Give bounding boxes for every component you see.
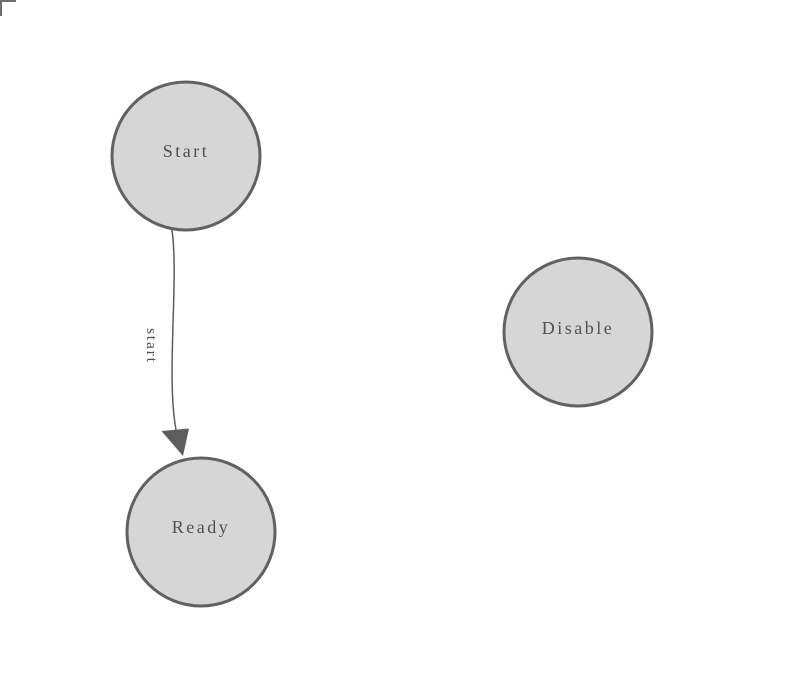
paper-corner-mark (0, 0, 16, 16)
state-label-ready: Ready (172, 517, 230, 537)
transition-label: start (143, 328, 159, 364)
state-circle-start[interactable] (110, 80, 262, 232)
state-node-start[interactable]: Start (110, 80, 262, 232)
transition-path[interactable] (171, 229, 177, 431)
state-label-start: Start (163, 141, 210, 161)
state-circle-disable[interactable] (502, 256, 654, 408)
state-circle-ready[interactable] (125, 456, 277, 608)
state-label-disable: Disable (542, 318, 614, 338)
state-node-ready[interactable]: Ready (125, 456, 277, 608)
transition-arrowhead-icon (161, 428, 189, 456)
state-node-disable[interactable]: Disable (502, 256, 654, 408)
transition-start-ready[interactable]: start (143, 229, 189, 456)
